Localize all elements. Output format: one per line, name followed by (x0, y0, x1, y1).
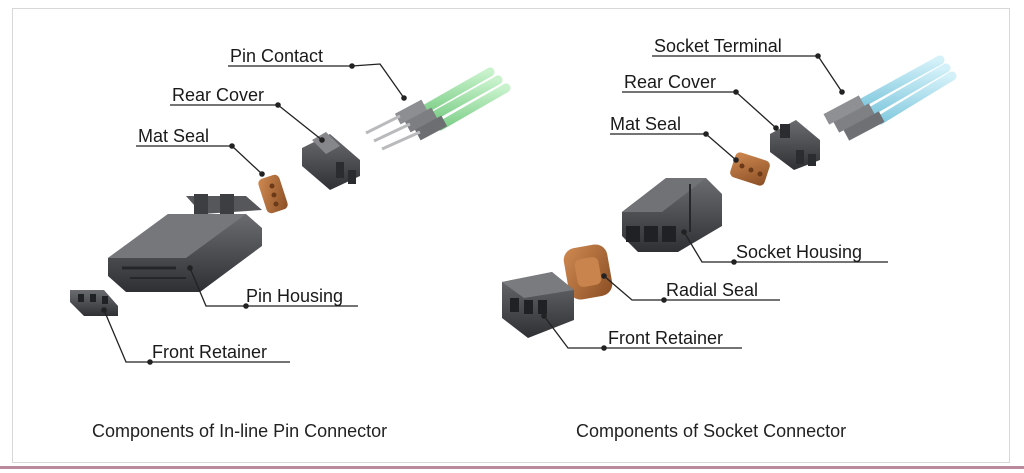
pin-housing-part (108, 194, 262, 292)
leader-mat-seal (136, 145, 263, 175)
label-pin-housing: Pin Housing (246, 286, 344, 306)
leader-socket-front-retainer (543, 315, 742, 349)
leader-socket-housing (683, 231, 888, 263)
radial-seal-part (563, 244, 613, 300)
label-mat-seal: Mat Seal (138, 126, 210, 146)
front-retainer-part (70, 290, 118, 316)
mat-seal-part (258, 174, 288, 214)
pin-contact-part (365, 67, 511, 151)
caption-socket-connector: Components of Socket Connector (576, 421, 847, 441)
rear-cover-part (302, 132, 360, 190)
label-front-retainer: Front Retainer (152, 342, 268, 362)
label-socket-housing: Socket Housing (736, 242, 863, 262)
leader-front-retainer (103, 309, 290, 363)
label-socket-mat-seal: Mat Seal (610, 114, 682, 134)
leader-lines (101, 53, 888, 365)
label-socket-rear-cover: Rear Cover (624, 72, 717, 92)
label-socket-front-retainer: Front Retainer (608, 328, 724, 348)
caption-pin-connector: Components of In-line Pin Connector (92, 421, 388, 441)
label-socket-terminal: Socket Terminal (654, 36, 782, 56)
label-radial-seal: Radial Seal (666, 280, 759, 300)
leader-pin-contact (228, 63, 405, 99)
socket-housing-part (622, 178, 722, 252)
bottom-divider (0, 466, 1024, 469)
socket-rear-cover-part (770, 120, 820, 170)
figure-frame (12, 8, 1010, 463)
leader-radial-seal (603, 275, 780, 301)
label-pin-contact: Pin Contact (230, 46, 324, 66)
leader-pin-housing (189, 267, 358, 307)
socket-front-retainer-part (502, 272, 574, 338)
socket-mat-seal-part (730, 152, 770, 186)
label-rear-cover: Rear Cover (172, 85, 265, 105)
socket-terminal-part (823, 55, 957, 141)
leader-socket-mat-seal (610, 133, 737, 161)
